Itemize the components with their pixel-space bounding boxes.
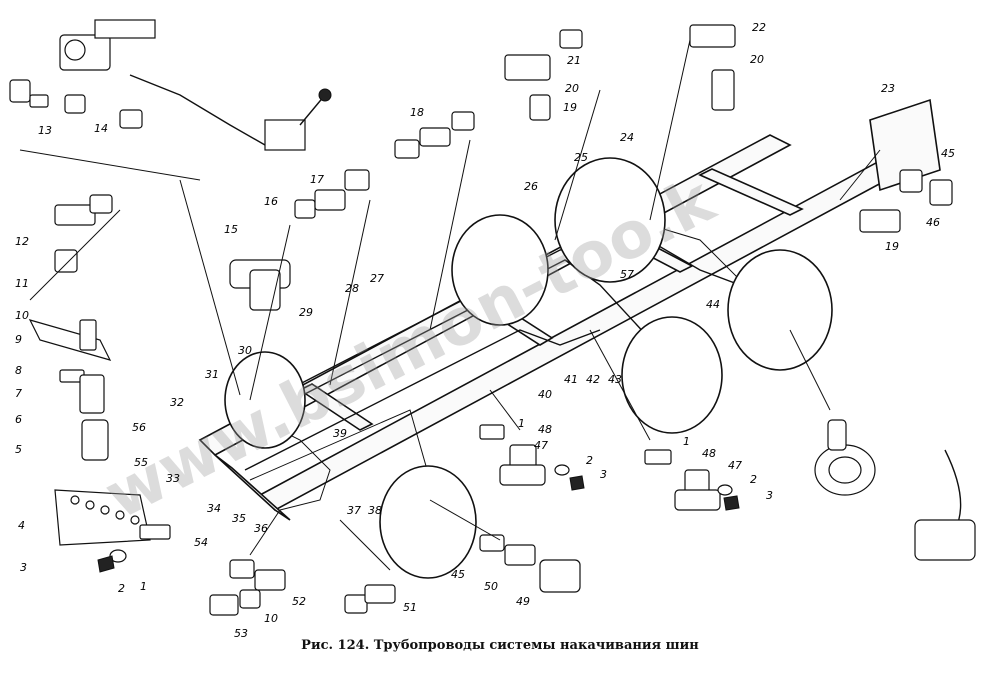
wheels bbox=[224, 157, 833, 579]
callout-label-20-2: 20 bbox=[750, 53, 764, 66]
callout-label-52: 52 bbox=[292, 595, 306, 608]
callout-label-28: 28 bbox=[345, 282, 359, 295]
callout-label-48: 48 bbox=[538, 423, 552, 436]
callout-label-19-2: 19 bbox=[885, 240, 899, 253]
callout-label-23: 23 bbox=[881, 82, 895, 95]
callout-label-2-3: 2 bbox=[750, 473, 757, 486]
callout-label-19: 19 bbox=[563, 101, 577, 114]
callout-label-53: 53 bbox=[234, 627, 248, 640]
callout-label-11: 11 bbox=[15, 277, 29, 290]
callout-label-36: 36 bbox=[254, 522, 268, 535]
callout-label-1-2: 1 bbox=[518, 417, 525, 430]
callout-label-42: 42 bbox=[586, 373, 600, 386]
callout-label-34: 34 bbox=[207, 502, 221, 515]
callout-label-40: 40 bbox=[538, 388, 552, 401]
callout-label-39: 39 bbox=[333, 427, 347, 440]
callout-label-22: 22 bbox=[752, 21, 766, 34]
callout-label-33: 33 bbox=[166, 472, 180, 485]
callout-label-54: 54 bbox=[194, 536, 208, 549]
leader-lines bbox=[19, 39, 881, 571]
callout-label-7: 7 bbox=[15, 387, 22, 400]
callout-label-35: 35 bbox=[232, 512, 246, 525]
callout-label-44: 44 bbox=[706, 298, 720, 311]
callout-label-3: 3 bbox=[20, 561, 27, 574]
callout-label-13: 13 bbox=[38, 124, 52, 137]
callout-label-29: 29 bbox=[299, 306, 313, 319]
callout-label-3-2: 3 bbox=[600, 468, 607, 481]
callout-label-48-2: 48 bbox=[702, 447, 716, 460]
callout-label-38: 38 bbox=[368, 504, 382, 517]
wheel-front-left bbox=[451, 214, 549, 326]
callout-label-1: 1 bbox=[140, 580, 147, 593]
wheel-rear-right-2 bbox=[727, 249, 833, 371]
callout-label-8: 8 bbox=[15, 364, 22, 377]
callout-label-12: 12 bbox=[15, 235, 29, 248]
callout-label-51: 51 bbox=[403, 601, 417, 614]
callout-label-55: 55 bbox=[134, 456, 148, 469]
callout-label-1-3: 1 bbox=[683, 435, 690, 448]
callout-label-14: 14 bbox=[94, 122, 108, 135]
callout-label-26: 26 bbox=[524, 180, 538, 193]
callout-label-32: 32 bbox=[170, 396, 184, 409]
wheel-rear-left-1 bbox=[554, 157, 666, 283]
callout-label-16: 16 bbox=[264, 195, 278, 208]
callout-label-20: 20 bbox=[565, 82, 579, 95]
callout-label-41: 41 bbox=[564, 373, 578, 386]
callout-label-18: 18 bbox=[410, 106, 424, 119]
callout-label-21: 21 bbox=[567, 54, 581, 67]
callout-label-25: 25 bbox=[574, 151, 588, 164]
callout-label-56: 56 bbox=[132, 421, 146, 434]
callout-label-50: 50 bbox=[484, 580, 498, 593]
callout-label-47: 47 bbox=[534, 439, 548, 452]
callout-label-30: 30 bbox=[238, 344, 252, 357]
callout-label-15: 15 bbox=[224, 223, 238, 236]
callout-label-37: 37 bbox=[347, 504, 361, 517]
callout-label-47-2: 47 bbox=[728, 459, 742, 472]
isolated-parts bbox=[9, 19, 976, 616]
callout-label-27: 27 bbox=[370, 272, 384, 285]
callout-label-10: 10 bbox=[15, 309, 29, 322]
wheel-rear-right-1 bbox=[621, 316, 723, 434]
callout-label-43: 43 bbox=[608, 373, 622, 386]
callout-label-57: 57 bbox=[620, 268, 634, 281]
callout-label-6: 6 bbox=[15, 413, 22, 426]
callout-label-49: 49 bbox=[516, 595, 530, 608]
callout-label-45: 45 bbox=[941, 147, 955, 160]
callout-label-10-2: 10 bbox=[264, 612, 278, 625]
callout-label-24: 24 bbox=[620, 131, 634, 144]
callout-label-4: 4 bbox=[18, 519, 25, 532]
wheel-front-right bbox=[379, 465, 477, 579]
callout-label-5: 5 bbox=[15, 443, 22, 456]
callout-label-3-3: 3 bbox=[766, 489, 773, 502]
figure-caption: Рис. 124. Трубопроводы системы накачиван… bbox=[301, 638, 699, 653]
callout-label-45-2: 45 bbox=[451, 568, 465, 581]
wheel-front-steer bbox=[224, 351, 306, 449]
callout-label-2-2: 2 bbox=[586, 454, 593, 467]
callout-label-2: 2 bbox=[118, 582, 125, 595]
callout-label-17: 17 bbox=[310, 173, 324, 186]
callout-label-9: 9 bbox=[15, 333, 22, 346]
callout-label-46: 46 bbox=[926, 216, 940, 229]
callout-label-31: 31 bbox=[205, 368, 219, 381]
